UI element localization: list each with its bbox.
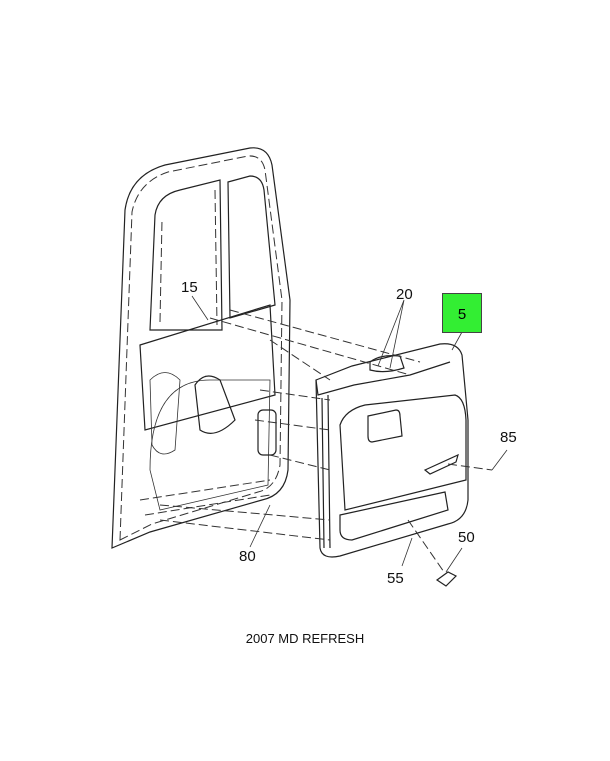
callout-85[interactable]: 85 <box>500 429 517 446</box>
callout-80[interactable]: 80 <box>239 548 256 565</box>
callout-55[interactable]: 55 <box>387 570 404 587</box>
callout-15[interactable]: 15 <box>181 279 198 296</box>
callout-20[interactable]: 20 <box>396 286 413 303</box>
diagram-caption: 2007 MD REFRESH <box>245 631 365 646</box>
door-frame <box>111 147 291 549</box>
callout-5-selected[interactable]: 5 <box>442 293 482 333</box>
door-trim-panel <box>315 343 469 558</box>
leader-lines <box>159 295 508 587</box>
callout-50[interactable]: 50 <box>458 529 475 546</box>
